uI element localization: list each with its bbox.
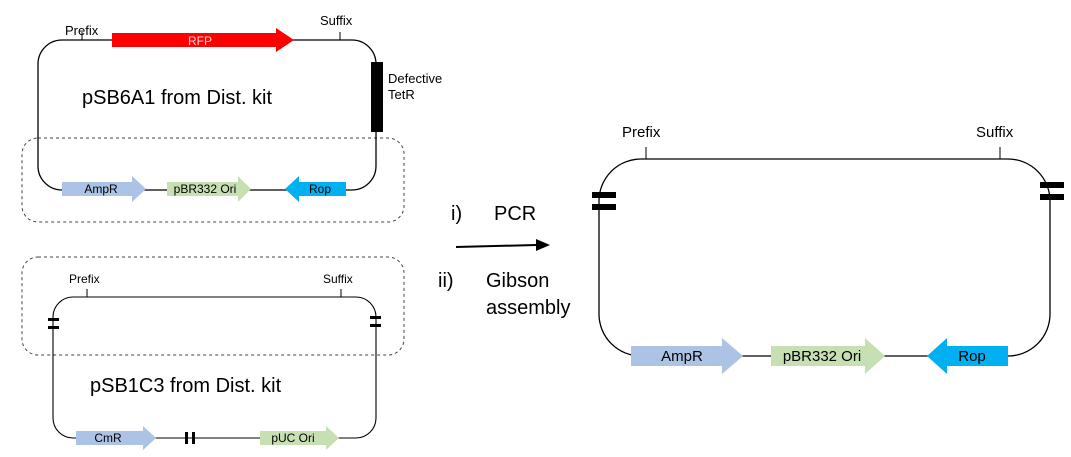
cmr-arrow (76, 426, 156, 450)
overlap-marker (592, 204, 616, 210)
rfp-arrow (112, 28, 294, 52)
cmr-label: CmR (94, 431, 122, 445)
scar-marker (192, 432, 195, 444)
tetr-label-line1: Defective (388, 71, 442, 86)
overlap-marker (48, 318, 59, 321)
suffix-label: Suffix (320, 13, 353, 28)
overlap-marker (592, 192, 616, 198)
process-arrowhead (536, 239, 550, 251)
overlap-marker (48, 326, 59, 329)
insert-selection-box (21, 256, 405, 356)
ampr-label: AmpR (661, 348, 703, 365)
tetr-label-line2: TetR (388, 87, 415, 102)
plasmid-bottom: Prefix Suffix pSB1C3 from Dist. kit CmR … (21, 256, 405, 450)
plasmid-result: Prefix Suffix AmpR pBR332 Ori Rop (592, 124, 1064, 374)
step2-text-line1: Gibson (486, 270, 549, 292)
overlap-marker (370, 316, 381, 319)
step2-number: ii) (438, 270, 454, 292)
backbone-selection-box (21, 137, 405, 223)
scar-marker (185, 432, 188, 444)
process-arrow (455, 244, 537, 248)
prefix-label: Prefix (69, 272, 100, 286)
plasmid-result-outline (598, 158, 1051, 357)
ori-label: pBR332 Ori (783, 348, 861, 365)
plasmid-bottom-name: pSB1C3 from Dist. kit (90, 375, 282, 397)
prefix-label: Prefix (65, 23, 99, 38)
prefix-label: Prefix (622, 124, 661, 141)
plasmid-bottom-outline (52, 296, 377, 439)
suffix-label: Suffix (976, 124, 1014, 141)
step2-text-line2: assembly (486, 297, 570, 319)
overlap-marker (1040, 182, 1064, 188)
step1-text: PCR (494, 203, 536, 225)
overlap-marker (1040, 194, 1064, 200)
ampr-arrow (62, 176, 146, 202)
defective-tetr-block (371, 62, 383, 132)
step1-number: i) (451, 203, 462, 225)
ori-label: pBR332 Ori (174, 182, 237, 196)
rop-label: Rop (958, 348, 986, 365)
ori-arrow (167, 176, 251, 202)
suffix-label: Suffix (323, 272, 353, 286)
ori-arrow (771, 338, 885, 374)
plasmid-top: Prefix Suffix RFP Defective TetR pSB6A1 … (21, 13, 442, 223)
plasmid-top-outline (37, 39, 377, 191)
puc-ori-label: pUC Ori (271, 431, 314, 445)
puc-ori-arrow (260, 426, 339, 450)
rop-arrow (927, 338, 1008, 374)
rfp-label: RFP (188, 34, 212, 48)
overlap-marker (370, 324, 381, 327)
rop-arrow (285, 176, 346, 202)
ampr-label: AmpR (84, 182, 118, 196)
process-steps: i) PCR ii) Gibson assembly (438, 203, 570, 319)
rop-label: Rop (309, 182, 331, 196)
plasmid-top-name: pSB6A1 from Dist. kit (82, 87, 273, 109)
ampr-arrow (631, 338, 743, 374)
